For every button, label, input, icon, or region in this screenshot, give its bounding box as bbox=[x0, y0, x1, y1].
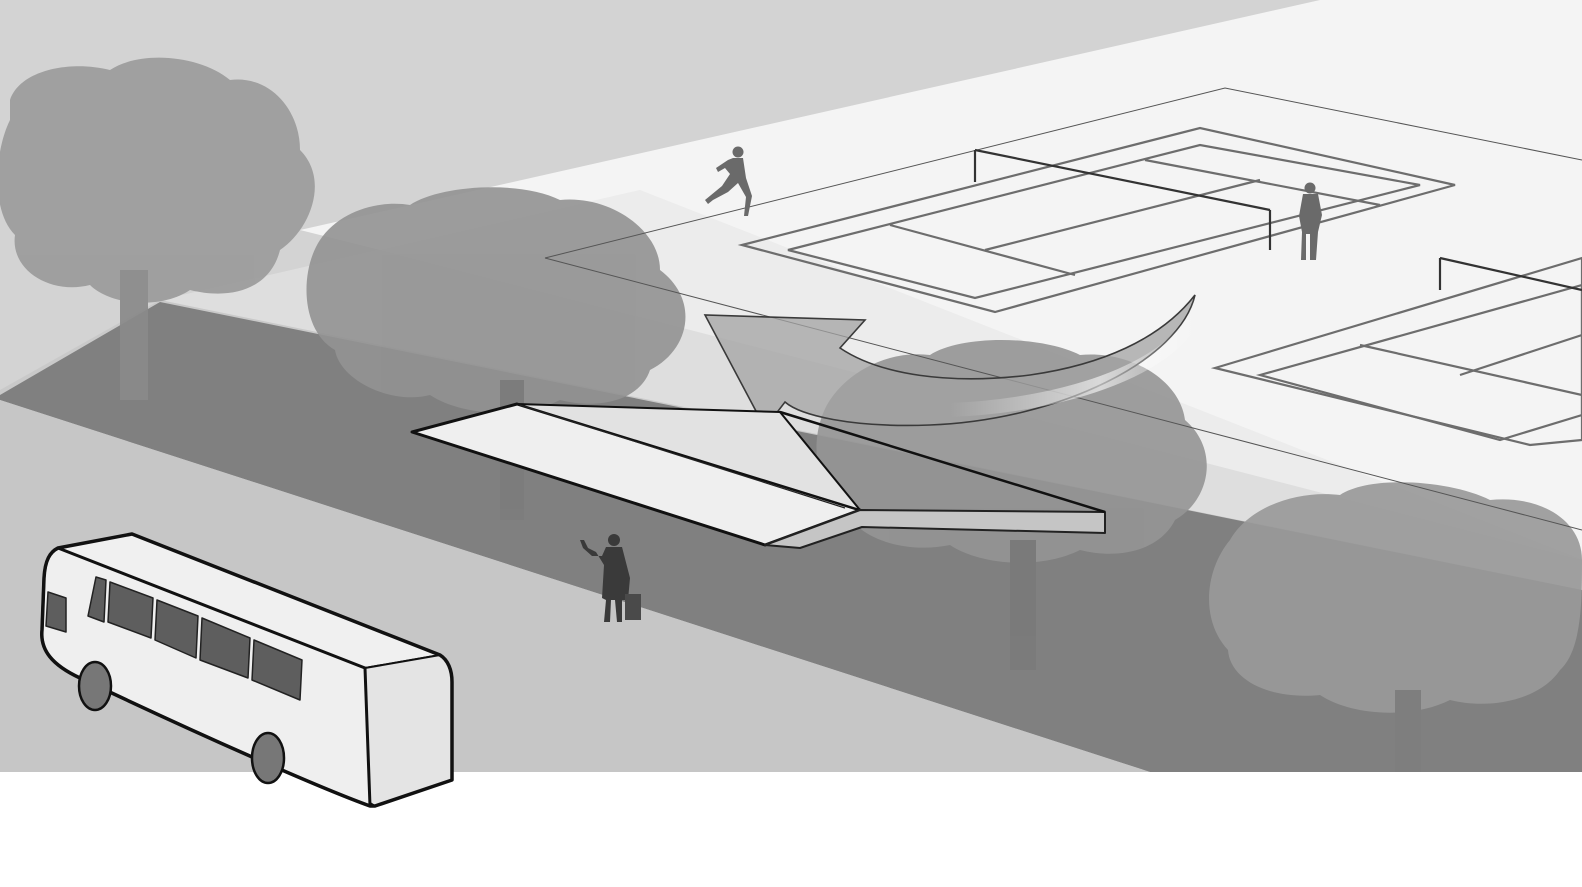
bus bbox=[40, 532, 454, 808]
bottom-margin bbox=[0, 772, 1582, 887]
plaza-slab bbox=[300, 0, 1582, 560]
tree bbox=[1209, 482, 1582, 772]
tennis-net bbox=[1438, 256, 1582, 292]
canopy-shelter bbox=[410, 402, 1106, 549]
hitchhiker bbox=[580, 534, 641, 622]
tennis-net bbox=[973, 148, 1272, 250]
runner bbox=[705, 146, 752, 216]
tennis-court bbox=[1210, 256, 1582, 447]
tree bbox=[0, 57, 315, 400]
tennis-court bbox=[737, 126, 1456, 314]
plaza-boundary-line bbox=[544, 87, 1582, 259]
tennis-player bbox=[1299, 182, 1322, 260]
